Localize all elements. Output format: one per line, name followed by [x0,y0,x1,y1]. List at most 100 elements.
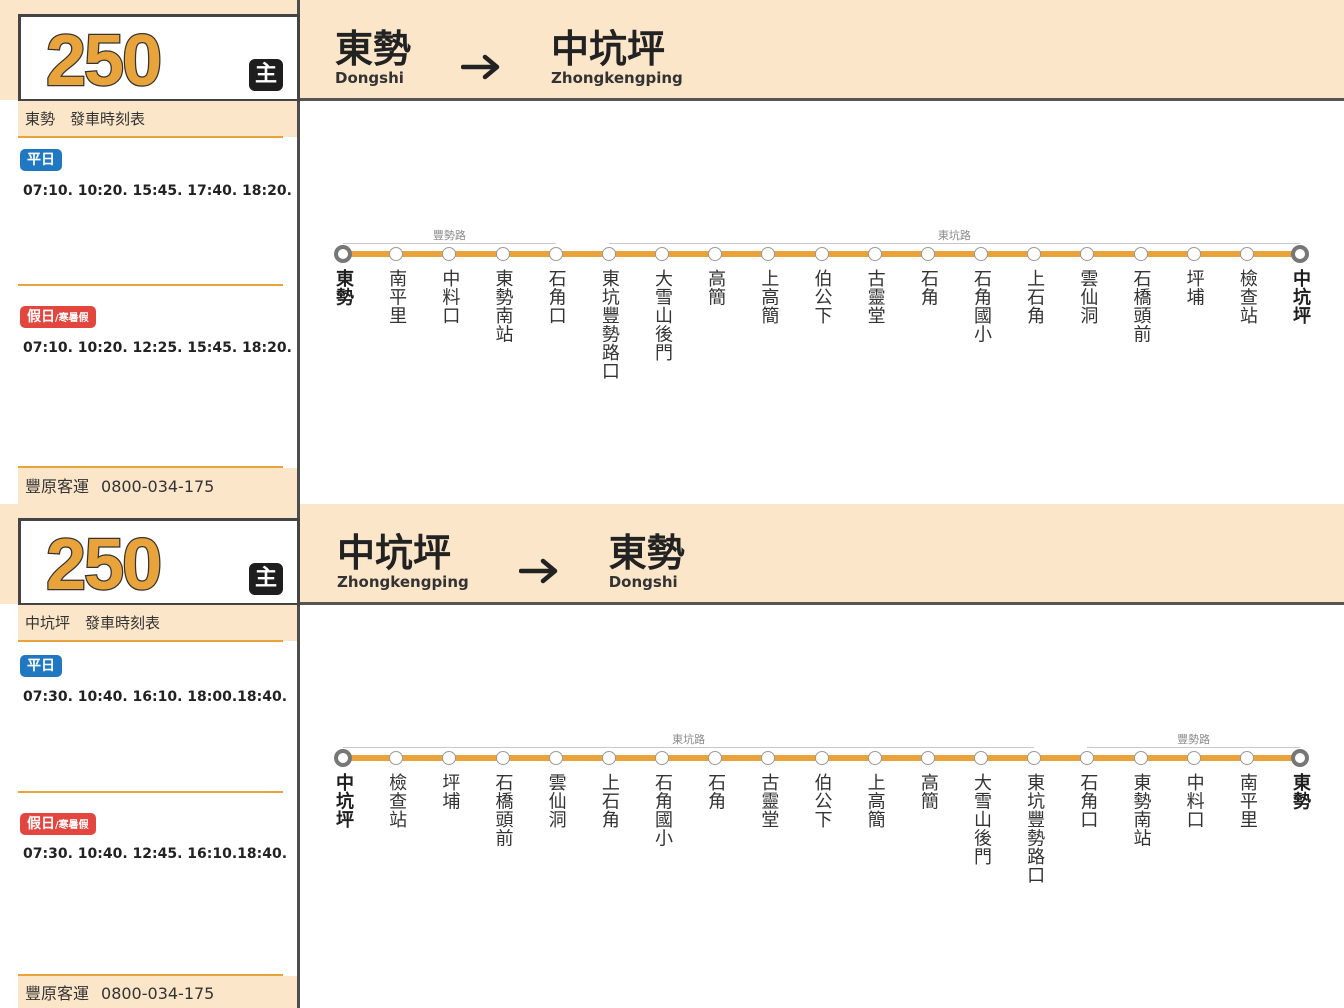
route-map: 東坑路豐勢路中坑坪檢查站坪埔石橋頭前雲仙洞上石角石角國小石角古靈堂伯公下上高簡高… [0,504,1344,1008]
weekday-label: 平日 [27,658,55,674]
stop-marker [655,247,669,261]
road-segment-line [343,243,556,244]
stop-name: 東坑豐勢路口 [1024,773,1046,884]
stop-name: 中坑坪 [1290,269,1311,325]
timetable-title: 中坑坪 發車時刻表 [18,605,297,641]
stop-marker [1027,247,1042,261]
stop-name: 南平里 [386,269,408,325]
stop-marker [708,247,723,261]
stop-marker [867,247,882,261]
operator-footer: 豐原客運 0800-034-175 [18,468,297,504]
divider-line [18,974,283,976]
stop-marker [1186,751,1201,765]
holiday-sublabel: /寒暑假 [55,313,89,324]
divider-line [18,284,283,286]
stop-marker [761,751,776,765]
route-map: 豐勢路東坑路東勢南平里中料口東勢南站石角口東坑豐勢路口大雪山後門高簡上高簡伯公下… [333,230,1311,381]
route-direction: 中坑坪 Zhongkengping 東勢 Dongshi [337,532,685,590]
origin-name-en: Dongshi [335,69,404,87]
road-name-label: 豐勢路 [1171,734,1216,746]
stop-name: 古靈堂 [864,269,886,325]
terminal-stop-marker [334,245,352,263]
origin-name-en: Zhongkengping [337,573,469,591]
stop-name: 坪埔 [1183,269,1205,306]
stop-name: 石角 [705,773,727,810]
operator-name: 豐原客運 [25,477,90,496]
stop-name: 南平里 [1236,773,1258,829]
operator-phone: 0800-034-175 [101,477,215,496]
holiday-badge: 假日/寒暑假 [20,306,96,328]
origin-name-zh: 東勢 [335,27,412,71]
divider-line [18,136,283,138]
road-name-label: 東坑路 [932,230,977,242]
weekday-times: 07:30. 10:40. 16:10. 18:00.18:40. [23,689,288,705]
stop-marker [495,751,510,765]
route-number: 250 [45,20,164,103]
stop-name: 中坑坪 [333,773,354,829]
stop-marker [495,247,510,261]
header-divider [297,98,1344,101]
column-divider [297,504,300,1008]
origin: 東勢 Dongshi [335,28,411,86]
stop-name: 古靈堂 [758,773,780,829]
stop-marker [708,751,723,765]
stop-name: 高簡 [917,773,939,810]
weekday-badge: 平日 [20,149,62,171]
stop-name: 檢查站 [386,773,408,829]
column-divider [297,0,300,504]
timetable-panel-return: 250 主 中坑坪 Zhongkengping 東勢 Dongshi 中坑坪 發… [0,504,1344,1008]
road-segment-line [343,747,1035,748]
route-number: 250 [45,524,164,607]
route-type-badge: 主 [249,563,283,595]
stop-name: 上石角 [1024,269,1046,325]
divider-line [18,466,283,468]
destination: 東勢 Dongshi [609,532,685,590]
stop-marker [1133,247,1148,261]
stop-name: 東勢南站 [492,269,514,343]
arrow-right-icon [518,558,557,584]
stop-marker [814,247,829,261]
stop-marker [974,751,988,765]
stop-marker [601,751,616,765]
road-segment-line [1087,747,1300,748]
destination-name-zh: 東勢 [608,531,685,575]
terminal-stop-marker [1291,749,1309,767]
stop-name: 上高簡 [864,773,886,829]
holiday-badge: 假日/寒暑假 [20,813,96,835]
stop-name: 大雪山後門 [652,269,673,362]
stop-name: 石橋頭前 [1130,269,1152,343]
stop-marker [389,751,404,765]
timetable-title: 東勢 發車時刻表 [18,101,297,137]
holiday-sublabel: /寒暑假 [55,820,89,831]
stop-marker [442,247,457,261]
terminal-stop-marker [1291,245,1309,263]
holiday-times: 07:10. 10:20. 12:25. 15:45. 18:20. [23,340,292,356]
stop-name: 伯公下 [811,269,833,325]
stop-name: 石角 [917,269,939,306]
stop-marker [974,247,988,261]
destination-name-en: Zhongkengping [551,69,683,87]
holiday-label: 假日 [27,309,55,325]
stop-name: 雲仙洞 [1077,269,1099,325]
stop-marker [1080,247,1095,261]
route-number-box: 250 主 [18,518,300,606]
stop-name: 石角國小 [652,773,673,847]
destination-name-zh: 中坑坪 [551,27,666,71]
route-number-box: 250 主 [18,14,300,102]
stop-name: 坪埔 [439,773,461,810]
destination-name-en: Dongshi [608,573,678,591]
stop-name: 石角口 [1077,773,1099,829]
terminal-stop-marker [334,749,352,767]
route-type-badge: 主 [249,59,283,91]
stop-marker [1133,751,1148,765]
road-segment-line [608,243,1300,244]
holiday-times: 07:30. 10:40. 12:45. 16:10.18:40. [23,846,288,862]
route-direction: 東勢 Dongshi 中坑坪 Zhongkengping [335,28,683,86]
road-name-label: 豐勢路 [427,230,472,242]
stop-marker [601,247,616,261]
stop-name: 東勢南站 [1130,773,1152,847]
stop-marker [920,247,935,261]
stop-name: 中料口 [439,269,461,325]
stop-marker [1027,751,1042,765]
